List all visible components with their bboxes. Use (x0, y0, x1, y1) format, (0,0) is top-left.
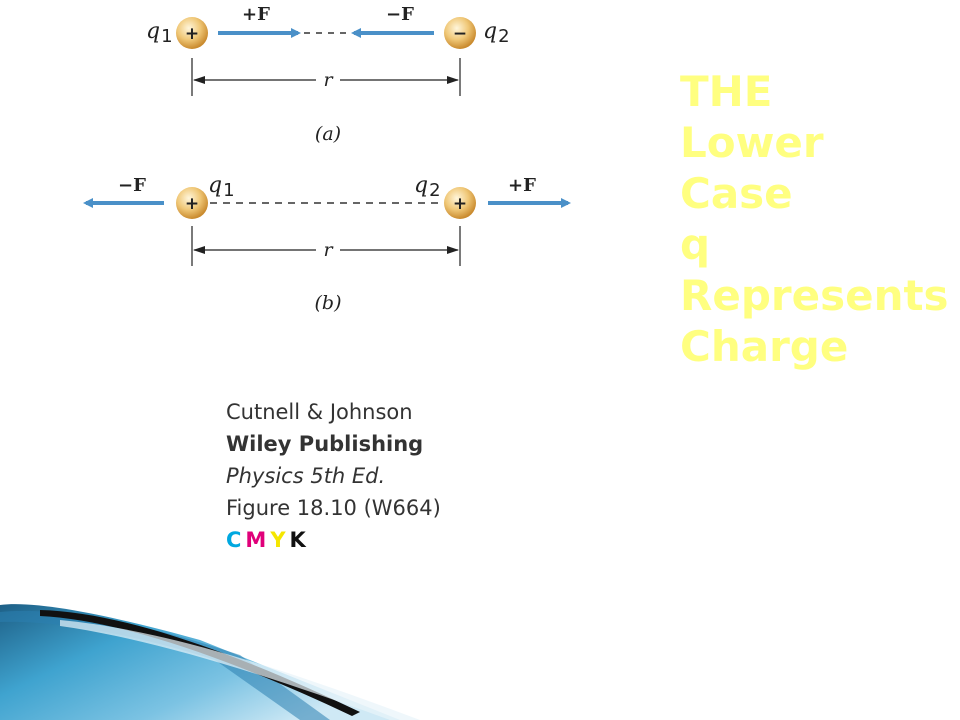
diagram-a-distance-label: r (323, 69, 334, 91)
cmyk-m: M (245, 528, 271, 552)
credits-publisher: Wiley Publishing (226, 432, 424, 456)
diagram-b-minus-force-label: −F (118, 175, 146, 196)
diagram-a-plus-force-label: +F (242, 4, 270, 25)
side-note-line: q (680, 220, 711, 269)
credits-authors: Cutnell & Johnson (226, 400, 413, 424)
diagram-b-q1-label: q1 (208, 173, 235, 201)
diagram-b-distance-label: r (323, 239, 334, 261)
side-note-line: THE (680, 67, 773, 116)
cmyk-c: C (226, 528, 246, 552)
diagram-a-q1-label: q1 (146, 19, 173, 47)
diagram-b-charge-q1: + (176, 187, 208, 219)
svg-text:+: + (453, 194, 467, 214)
side-note-line: Lower (680, 118, 824, 167)
diagram-b: −F q1 q2 +F + + r (b) (83, 173, 571, 314)
side-note: THE Lower Case q Represents Charge (680, 66, 949, 372)
cmyk-y: Y (270, 528, 290, 552)
diagram-b-plus-force-label: +F (508, 175, 536, 196)
diagram-b-charge-q2: + (444, 187, 476, 219)
credits-cmyk: CMYK (226, 524, 441, 556)
diagram-a-charge-q2: − (444, 17, 476, 49)
diagram-a: q1 +F −F + − q2 r (a) (146, 4, 510, 145)
side-note-line: Represents (680, 271, 949, 320)
side-note-line: Charge (680, 322, 849, 371)
diagram-a-q2-label: q2 (483, 19, 510, 47)
cmyk-k: K (289, 528, 310, 552)
figure-credits: Cutnell & Johnson Wiley Publishing Physi… (226, 396, 441, 556)
credits-figure: Figure 18.10 (W664) (226, 496, 441, 520)
diagram-a-charge-q1: + (176, 17, 208, 49)
diagram-a-minus-force-label: −F (386, 4, 414, 25)
side-note-line: Case (680, 169, 793, 218)
blue-swoosh-corner-icon (0, 604, 420, 720)
svg-text:−: − (453, 24, 467, 44)
svg-text:+: + (185, 24, 199, 44)
diagram-b-caption: (b) (315, 292, 342, 314)
diagram-b-q2-label: q2 (414, 173, 441, 201)
diagram-a-caption: (a) (315, 123, 341, 145)
credits-book: Physics 5th Ed. (226, 464, 386, 488)
svg-text:+: + (185, 194, 199, 214)
